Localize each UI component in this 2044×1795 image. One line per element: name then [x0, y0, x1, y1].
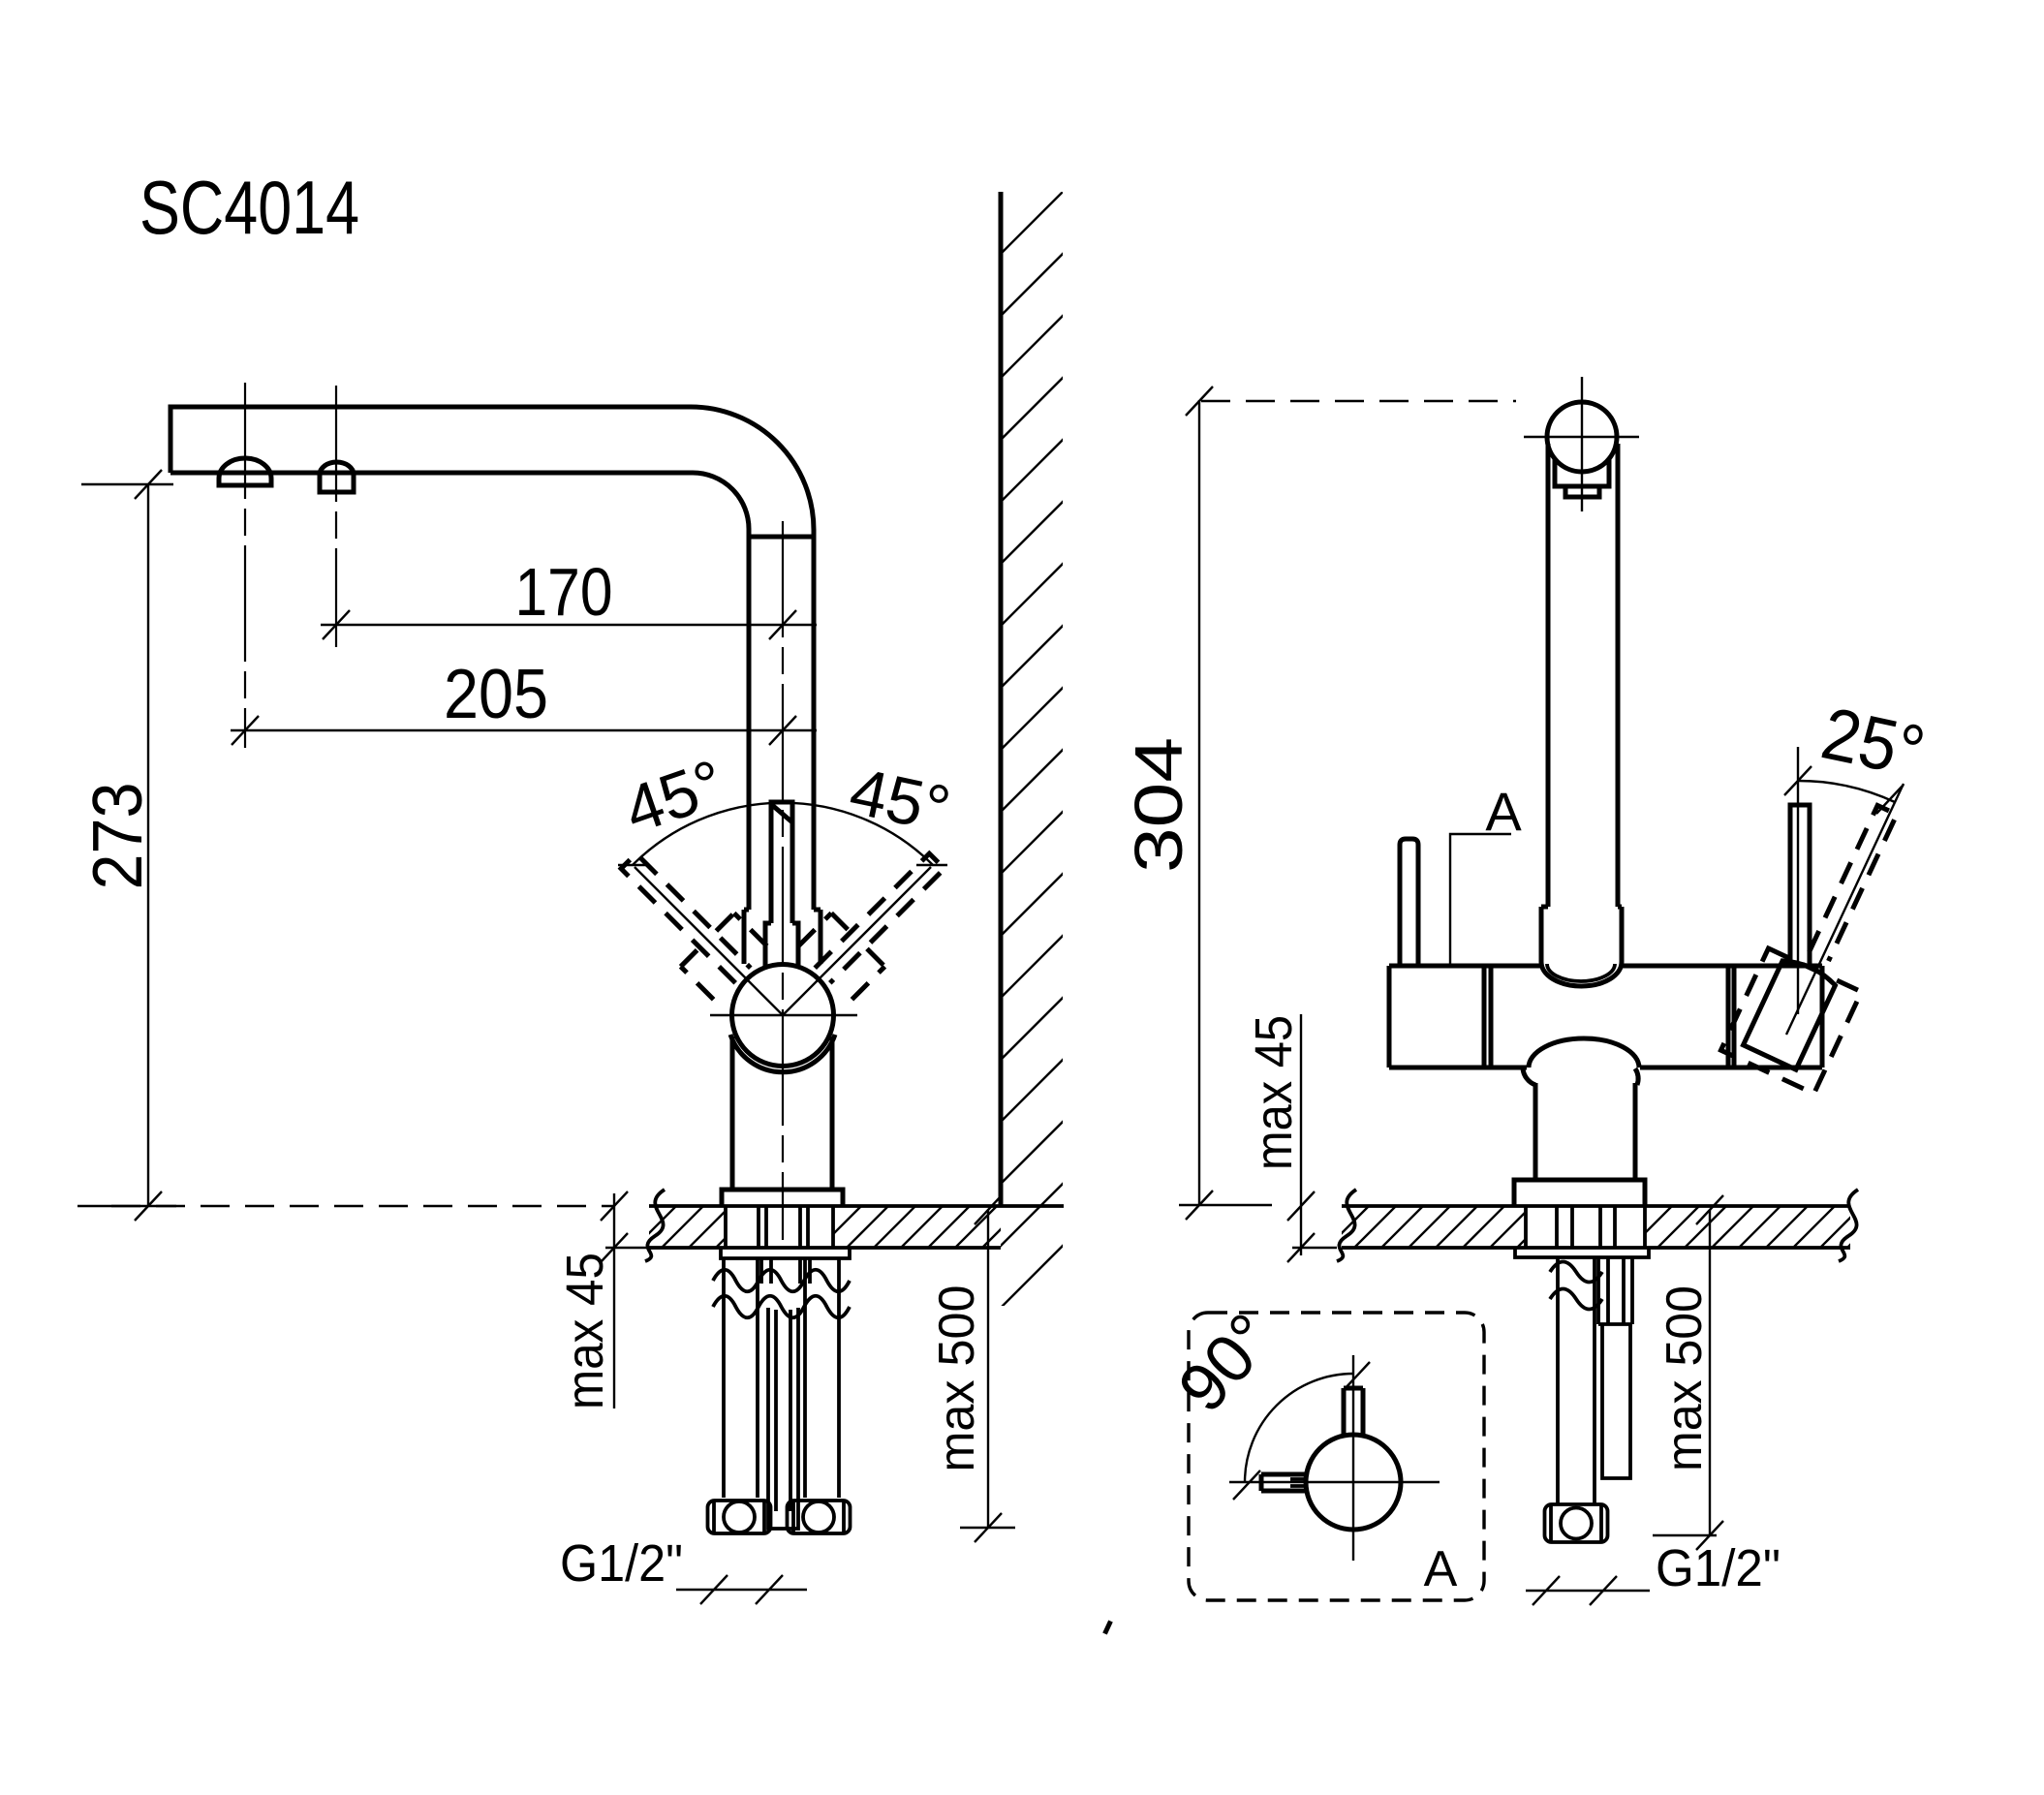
svg-text:A: A — [1485, 781, 1522, 842]
svg-text:SC4014: SC4014 — [139, 165, 359, 250]
svg-text:170: 170 — [515, 554, 613, 630]
svg-text:273: 273 — [79, 783, 157, 890]
svg-text:205: 205 — [444, 656, 548, 733]
svg-text:A: A — [1424, 1541, 1458, 1597]
svg-text:max 500: max 500 — [929, 1285, 985, 1472]
svg-text:max 45: max 45 — [1245, 1015, 1303, 1170]
svg-text:G1/2": G1/2" — [560, 1534, 683, 1593]
svg-text:G1/2": G1/2" — [1656, 1539, 1781, 1597]
svg-text:max 45: max 45 — [556, 1253, 614, 1409]
svg-text:max 500: max 500 — [1657, 1285, 1713, 1471]
svg-text:304: 304 — [1121, 737, 1196, 873]
